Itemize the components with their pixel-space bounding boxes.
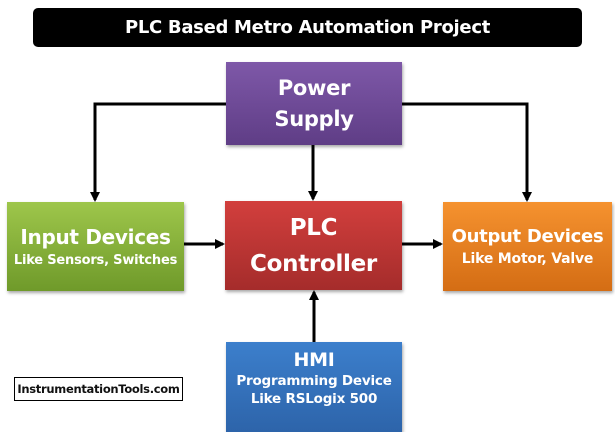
diagram-title: PLC Based Metro Automation Project	[33, 8, 582, 47]
plc-controller-label-line1: PLC	[289, 214, 338, 241]
plc-controller-block: PLC Controller	[225, 201, 402, 290]
hmi-subtitle: Programming Device	[236, 373, 392, 389]
plc-controller-label-line2: Controller	[250, 250, 377, 277]
output-devices-block: Output Devices Like Motor, Valve	[443, 202, 612, 291]
arrow-power-to-input	[90, 102, 226, 202]
arrow-power-to-output	[402, 102, 532, 202]
power-supply-label-line2: Supply	[274, 106, 354, 131]
input-devices-title: Input Devices	[20, 225, 171, 249]
hmi-title: HMI	[293, 349, 335, 371]
power-supply-label-line1: Power	[277, 75, 351, 100]
hmi-subtitle-2: Like RSLogix 500	[250, 391, 378, 407]
output-devices-title: Output Devices	[451, 226, 604, 247]
output-devices-subtitle: Like Motor, Valve	[461, 251, 594, 267]
watermark: InstrumentationTools.com	[14, 377, 183, 401]
input-devices-block: Input Devices Like Sensors, Switches	[7, 202, 184, 291]
input-devices-subtitle: Like Sensors, Switches	[13, 253, 178, 268]
hmi-block: HMI Programming Device Like RSLogix 500	[226, 342, 402, 432]
power-supply-block: Power Supply	[226, 62, 402, 145]
